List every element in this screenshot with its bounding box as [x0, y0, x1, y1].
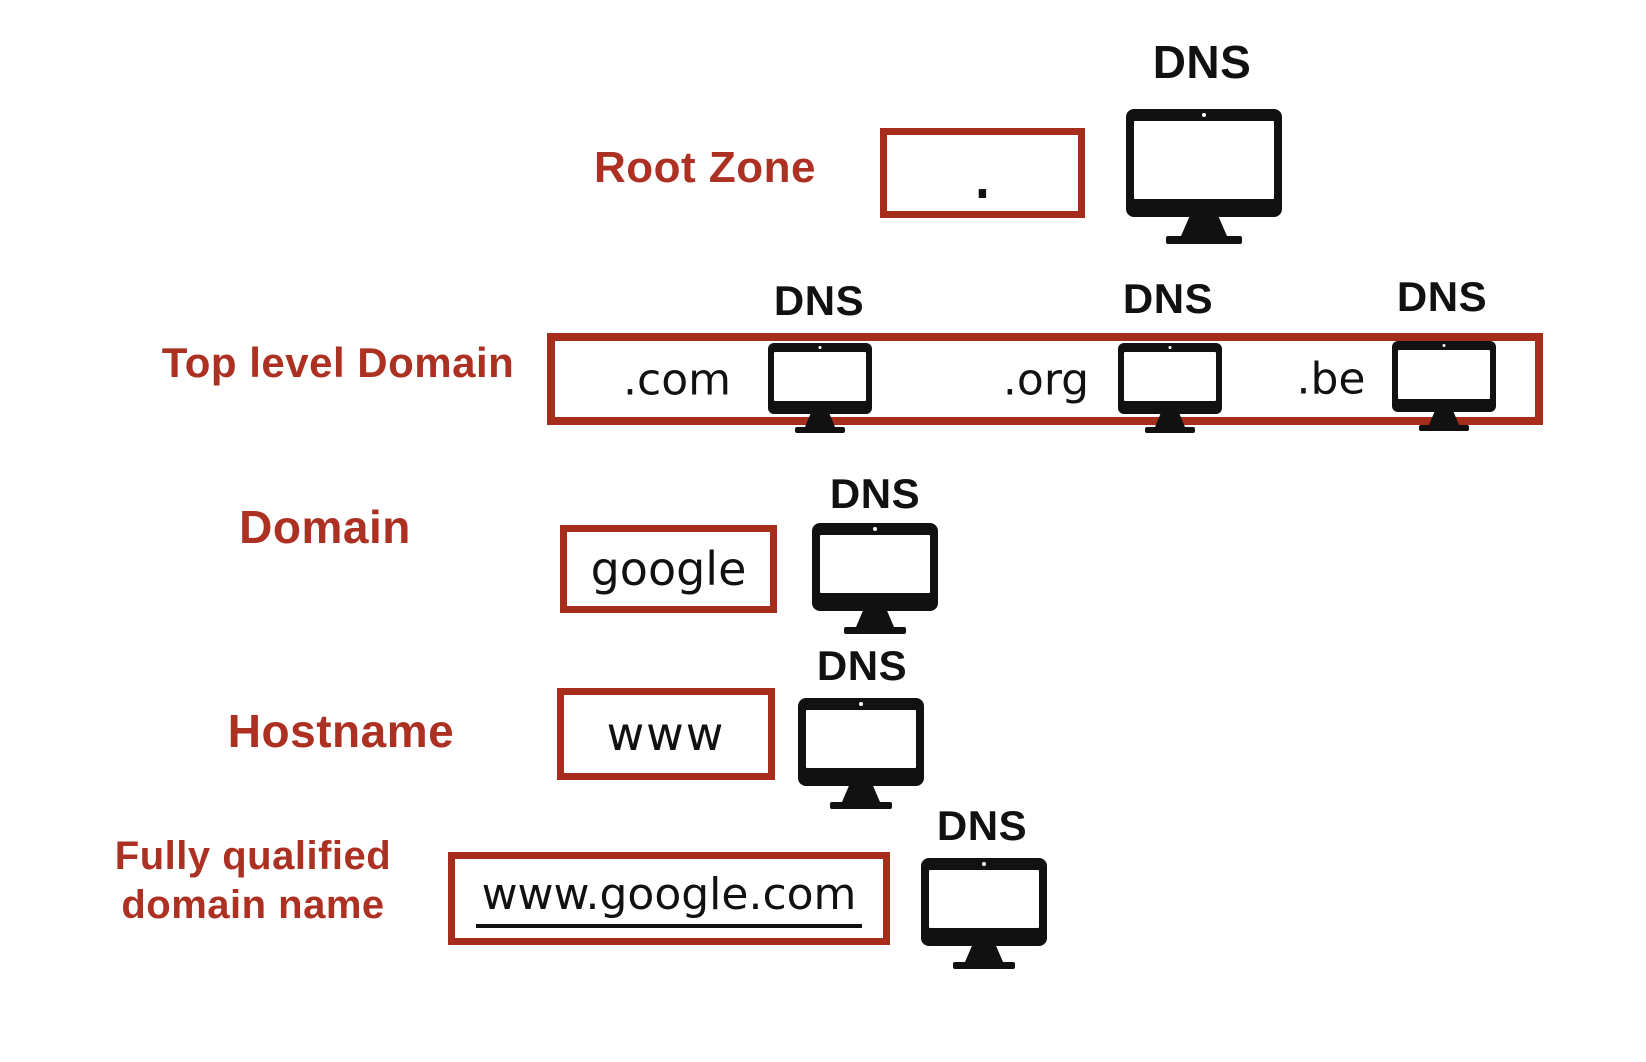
fqdn-dns-server-monitor-icon	[921, 858, 1047, 969]
tld-org-value: .org	[1002, 354, 1090, 406]
monitor-screen	[1118, 343, 1222, 414]
domain-value: google	[590, 542, 747, 596]
monitor-screen	[921, 858, 1047, 946]
monitor-glass	[1398, 350, 1490, 399]
monitor-glass	[1134, 121, 1274, 199]
monitor-screen	[1392, 341, 1496, 412]
top-level-domain-box	[547, 333, 1543, 425]
monitor-base	[844, 627, 906, 634]
fqdn-value: www.google.com	[475, 869, 863, 928]
monitor-base	[953, 962, 1015, 969]
tld-be-dns-server-monitor-icon	[1392, 341, 1496, 431]
root-zone-box: .	[880, 128, 1085, 218]
monitor-glass	[820, 535, 930, 593]
top-level-domain-label: Top level Domain	[161, 339, 515, 386]
tld-org-dns-server-monitor-icon	[1118, 343, 1222, 433]
monitor-stand	[1429, 412, 1459, 425]
monitor-glass	[929, 870, 1039, 928]
hostname-value: www	[606, 707, 726, 761]
tld-be-value: .be	[1296, 353, 1366, 405]
camera-dot-icon	[1442, 344, 1446, 347]
root-zone-dns-server-monitor-icon	[1126, 109, 1282, 244]
monitor-screen	[798, 698, 924, 786]
monitor-stand	[1155, 414, 1185, 427]
tld-com-dns-caption: DNS	[773, 277, 865, 324]
monitor-base	[830, 802, 892, 809]
fqdn-label-line1: Fully qualified	[114, 834, 392, 879]
tld-com-value: .com	[623, 354, 731, 406]
monitor-stand	[842, 786, 880, 802]
domain-dns-caption: DNS	[829, 470, 921, 517]
monitor-glass	[806, 710, 916, 768]
tld-com-dns-server-monitor-icon	[768, 343, 872, 433]
domain-box: google	[560, 525, 777, 613]
camera-dot-icon	[859, 702, 863, 706]
fqdn-dns-caption: DNS	[936, 802, 1028, 849]
monitor-stand	[1181, 217, 1227, 236]
camera-dot-icon	[1168, 346, 1172, 349]
camera-dot-icon	[873, 527, 877, 531]
hostname-dns-server-monitor-icon	[798, 698, 924, 809]
monitor-glass	[1124, 352, 1216, 401]
fqdn-box: www.google.com	[448, 852, 890, 945]
domain-label: Domain	[239, 501, 411, 553]
monitor-stand	[856, 611, 894, 627]
monitor-stand	[805, 414, 835, 427]
hostname-label: Hostname	[227, 705, 455, 757]
camera-dot-icon	[982, 862, 986, 866]
hostname-box: www	[557, 688, 775, 780]
tld-org-dns-caption: DNS	[1122, 275, 1214, 322]
fqdn-label: Fully qualified domain name	[115, 832, 391, 930]
monitor-base	[1166, 236, 1242, 244]
monitor-glass	[774, 352, 866, 401]
root-zone-dns-caption: DNS	[1152, 36, 1252, 88]
hostname-dns-caption: DNS	[816, 642, 908, 689]
fqdn-label-line2: domain name	[121, 883, 385, 927]
monitor-screen	[1126, 109, 1282, 217]
camera-dot-icon	[818, 346, 822, 349]
monitor-base	[1419, 425, 1469, 431]
tld-be-dns-caption: DNS	[1396, 273, 1488, 320]
monitor-screen	[812, 523, 938, 611]
domain-dns-server-monitor-icon	[812, 523, 938, 634]
monitor-base	[1145, 427, 1195, 433]
monitor-base	[795, 427, 845, 433]
monitor-stand	[965, 946, 1003, 962]
root-zone-label: Root Zone	[593, 143, 817, 192]
monitor-screen	[768, 343, 872, 414]
camera-dot-icon	[1202, 113, 1206, 117]
